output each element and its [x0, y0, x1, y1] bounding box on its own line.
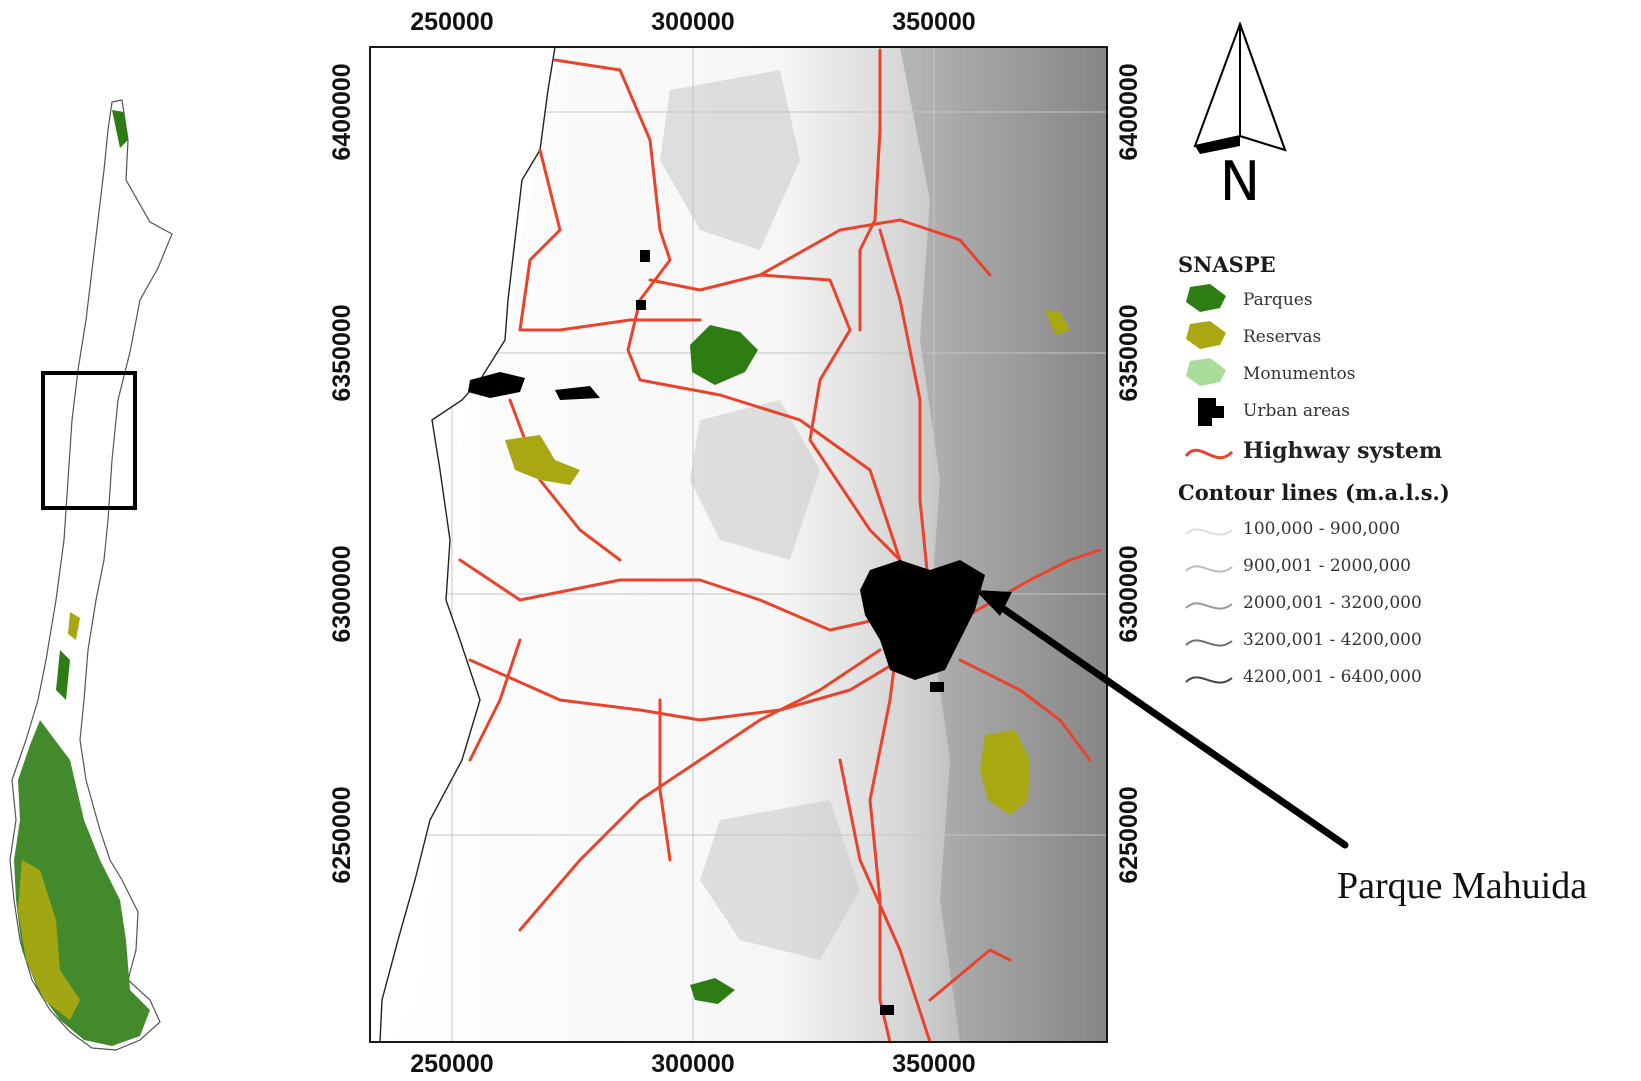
legend-snaspe-title: SNASPE — [1178, 252, 1276, 277]
park-la-campana — [690, 325, 758, 385]
legend-reservas-label: Reservas — [1243, 327, 1321, 347]
legend-parques-swatch — [1186, 284, 1226, 312]
callout: Parque Mahuida — [975, 590, 1587, 907]
north-letter: N — [1220, 150, 1260, 213]
y-tick-right-6400000: 6400000 — [1115, 63, 1143, 160]
x-tick-top-250000: 250000 — [410, 8, 493, 36]
y-axis-right: 6400000 6350000 6300000 6250000 — [1115, 63, 1143, 883]
legend-monumentos-label: Monumentos — [1243, 364, 1355, 384]
x-axis-bottom: 250000 300000 350000 — [410, 1050, 975, 1078]
legend-urban-swatch — [1198, 398, 1224, 426]
north-arrow-icon: N — [1193, 21, 1287, 213]
park-south — [690, 978, 735, 1004]
legend-highway-swatch — [1184, 448, 1234, 460]
cordillera-contours — [900, 47, 1107, 1042]
reserve-lago-penuelas — [505, 435, 580, 485]
inset-south-reserve — [18, 860, 80, 1020]
snaspe-areas — [505, 310, 1070, 1004]
legend-contour-3-swatch — [1185, 602, 1233, 610]
x-axis-top: 250000 300000 350000 — [410, 8, 975, 36]
legend-contour-3-label: 2000,001 - 3200,000 — [1243, 593, 1422, 613]
x-tick-bottom-250000: 250000 — [410, 1050, 493, 1078]
reserve-rio-clipper — [980, 730, 1030, 815]
highland-contours — [660, 70, 860, 960]
legend-contour-2-label: 900,001 - 2000,000 — [1243, 556, 1411, 576]
urban-santiago — [860, 560, 985, 680]
urban-valparaiso — [468, 372, 525, 398]
reserve-andes — [1045, 310, 1070, 335]
legend-contour-5-swatch — [1185, 676, 1233, 684]
legend-parques-label: Parques — [1243, 290, 1313, 310]
coastline — [379, 47, 556, 1042]
callout-arrowhead-icon — [975, 590, 1012, 616]
legend-reservas-swatch — [1186, 321, 1226, 349]
legend-highway-label: Highway system — [1243, 438, 1442, 464]
x-tick-bottom-300000: 300000 — [651, 1050, 734, 1078]
y-tick-right-6350000: 6350000 — [1115, 304, 1143, 401]
urban-quillota — [555, 386, 600, 400]
legend: SNASPE Parques Reservas Monumentos Urban… — [1178, 252, 1450, 687]
legend-contour-4-swatch — [1185, 639, 1233, 647]
legend-contour-1-label: 100,000 - 900,000 — [1243, 519, 1400, 539]
callout-label: Parque Mahuida — [1337, 865, 1587, 907]
x-tick-bottom-350000: 350000 — [892, 1050, 975, 1078]
urban-areas — [468, 250, 985, 1015]
highway-network — [458, 48, 1102, 1042]
inset-mid-reserve — [68, 612, 80, 640]
main-map: 250000 300000 350000 250000 300000 35000… — [328, 8, 1143, 1078]
x-tick-top-300000: 300000 — [651, 8, 734, 36]
legend-contour-1-swatch — [1185, 528, 1233, 536]
ocean — [370, 47, 555, 1042]
y-tick-left-6250000: 6250000 — [328, 786, 356, 883]
callout-arrow-shaft — [991, 599, 1349, 849]
x-tick-top-350000: 350000 — [892, 8, 975, 36]
legend-contour-5-label: 4200,001 - 6400,000 — [1243, 667, 1422, 687]
y-axis-left: 6400000 6350000 6300000 6250000 — [328, 63, 356, 883]
legend-monumentos-swatch — [1186, 358, 1226, 386]
legend-contour-4-label: 3200,001 - 4200,000 — [1243, 630, 1422, 650]
inset-map — [9, 99, 173, 1051]
inset-mid-park — [56, 650, 70, 700]
map-frame-border — [369, 46, 1108, 1043]
y-tick-left-6400000: 6400000 — [328, 63, 356, 160]
legend-contour-title: Contour lines (m.a.l.s.) — [1178, 480, 1450, 505]
y-tick-left-6300000: 6300000 — [328, 545, 356, 642]
legend-contour-2-swatch — [1185, 565, 1233, 573]
y-tick-left-6350000: 6350000 — [328, 304, 356, 401]
inset-north-park — [112, 110, 128, 148]
inset-study-area-box — [41, 371, 137, 510]
y-tick-right-6250000: 6250000 — [1115, 786, 1143, 883]
y-tick-right-6300000: 6300000 — [1115, 545, 1143, 642]
legend-urban-label: Urban areas — [1243, 401, 1350, 421]
